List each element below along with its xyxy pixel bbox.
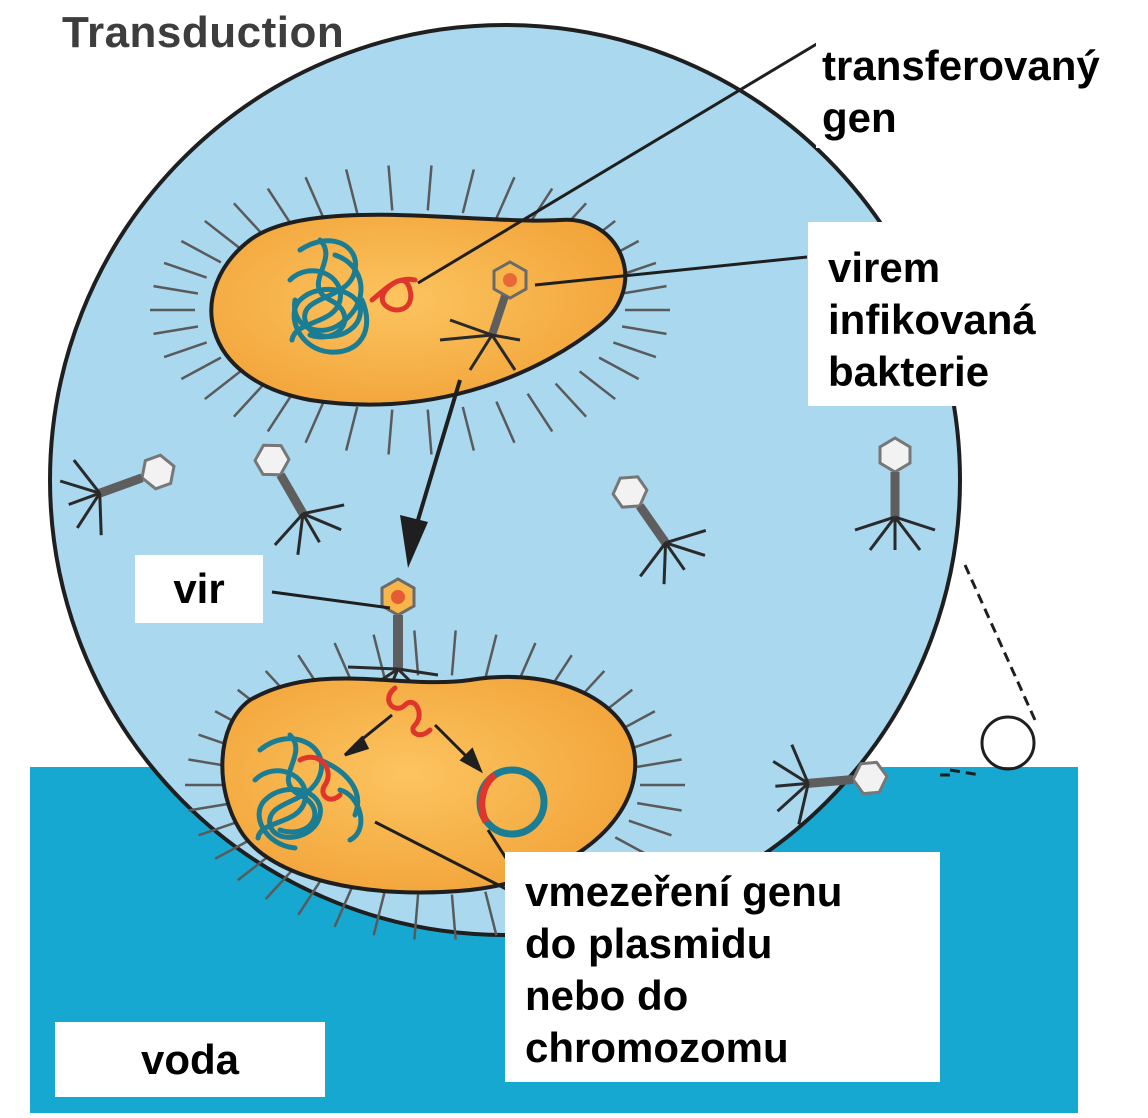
label-insertion: vmezeření genu do plasmidu nebo do chrom… (505, 852, 940, 1082)
label-transferred-gene: transferovaný gen (816, 40, 1106, 148)
label-water: voda (55, 1022, 325, 1097)
label-infected-bacterium: virem infikovaná bakterie (808, 222, 1048, 406)
small-droplet (982, 717, 1034, 769)
label-virus: vir (135, 555, 263, 623)
diagram-title: Transduction (62, 8, 344, 58)
zoom-connector (940, 565, 1035, 775)
